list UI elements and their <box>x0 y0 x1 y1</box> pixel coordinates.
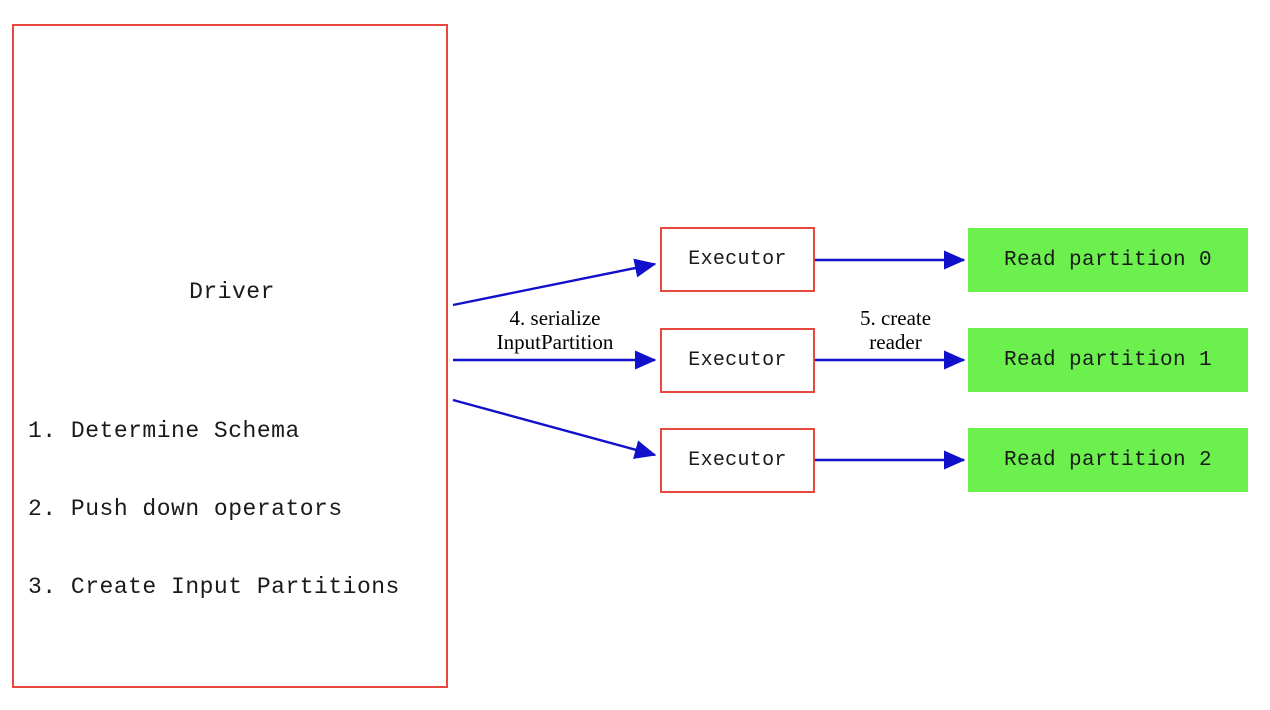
edge-label-create-reader: 5. create reader <box>823 306 968 354</box>
executor-box-2: Executor <box>660 428 815 493</box>
read-partition-box-1: Read partition 1 <box>968 328 1248 392</box>
executor-box-0: Executor <box>660 227 815 292</box>
driver-step-1: 1. Determine Schema <box>28 418 300 444</box>
edge-label-serialize-line-2: InputPartition <box>496 330 614 354</box>
driver-step-2: 2. Push down operators <box>28 496 343 522</box>
driver-box: Driver 1. Determine Schema 2. Push down … <box>12 24 448 688</box>
driver-step-3: 3. Create Input Partitions <box>28 574 400 600</box>
arrow-driver-to-executor-2 <box>452 398 657 459</box>
executor-box-1: Executor <box>660 328 815 393</box>
edge-label-create-line-2: reader <box>869 330 922 354</box>
driver-title: Driver <box>189 279 275 305</box>
edge-label-serialize: 4. serialize InputPartition <box>455 306 655 354</box>
edge-label-create-line-1: 5. create <box>859 306 932 330</box>
read-partition-box-0: Read partition 0 <box>968 228 1248 292</box>
edge-label-serialize-line-1: 4. serialize <box>509 306 601 330</box>
driver-steps-list: 1. Determine Schema 2. Push down operato… <box>28 366 448 652</box>
arrow-driver-to-executor-0 <box>452 258 657 307</box>
read-partition-box-2: Read partition 2 <box>968 428 1248 492</box>
